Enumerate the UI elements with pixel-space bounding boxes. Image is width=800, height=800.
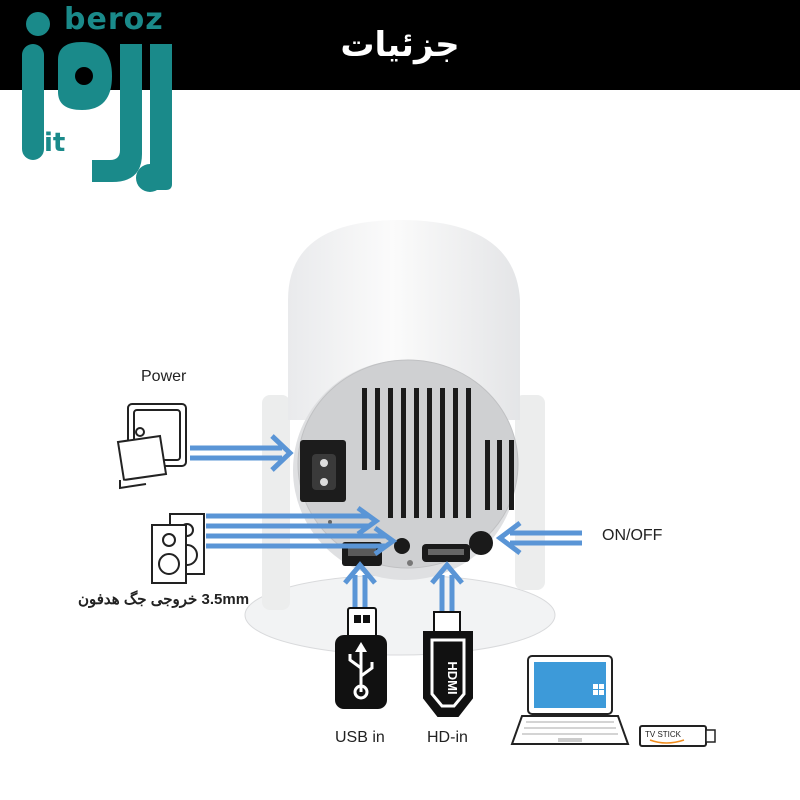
brand-logo: beroz it bbox=[0, 0, 200, 200]
hdmi-plug-text: HDMI bbox=[445, 661, 460, 694]
logo-text: beroz bbox=[64, 2, 164, 37]
audio-out-label: 3.5mm خروجی جگ هدفون bbox=[78, 591, 250, 608]
usb-plug-icon bbox=[335, 607, 387, 709]
onoff-label: ON/OFF bbox=[602, 527, 663, 544]
hdmi-plug-icon bbox=[423, 611, 473, 717]
power-label: Power bbox=[141, 368, 187, 385]
page-title: جزئیات bbox=[340, 25, 460, 65]
tv-stick-text: TV STICK bbox=[645, 730, 682, 739]
power-socket bbox=[300, 440, 346, 502]
wall-socket-icon bbox=[116, 403, 187, 490]
laptop-icon bbox=[510, 655, 630, 745]
logo-suffix: it bbox=[44, 128, 66, 158]
tv-stick-icon bbox=[639, 725, 716, 747]
usb-in-label: USB in bbox=[335, 729, 385, 746]
logo-mark bbox=[22, 12, 172, 192]
vent-grille bbox=[362, 388, 514, 518]
hd-in-label: HD-in bbox=[427, 729, 468, 746]
connection-arrows bbox=[190, 434, 582, 612]
speaker-icon bbox=[151, 513, 205, 584]
